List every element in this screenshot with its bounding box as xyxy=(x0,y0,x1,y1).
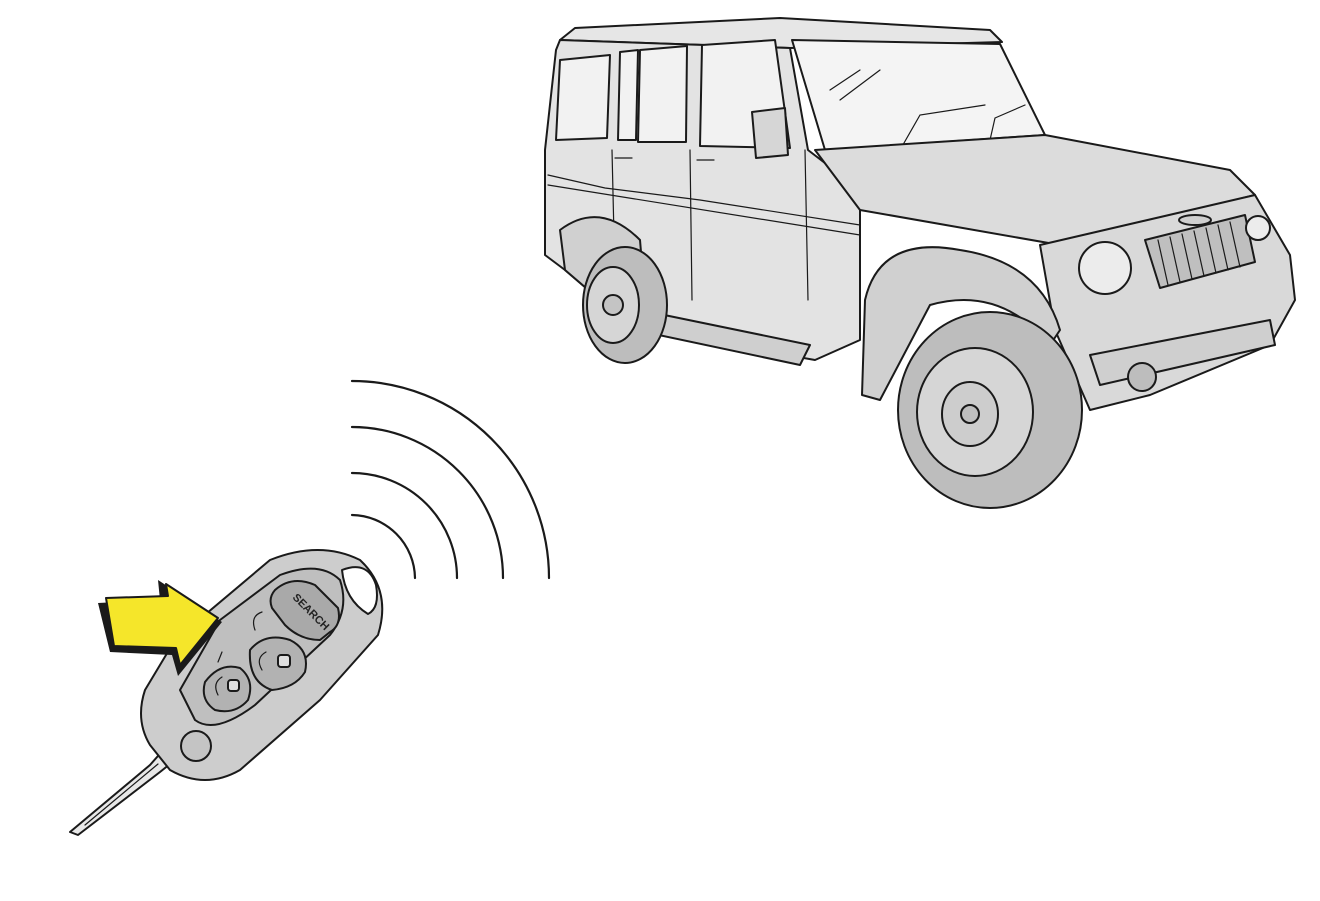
lock-button[interactable] xyxy=(248,636,307,691)
search-button[interactable]: SEARCH xyxy=(269,580,340,641)
signal-wave-4 xyxy=(350,379,551,580)
signal-wave-1 xyxy=(350,513,417,580)
signal-waves xyxy=(350,379,551,580)
pointer-arrow xyxy=(98,580,222,676)
key-fob: SEARCH xyxy=(69,549,384,836)
signal-wave-3 xyxy=(350,425,505,580)
vehicle-illustration xyxy=(544,17,1296,509)
lock-icon xyxy=(258,651,291,671)
unlock-icon xyxy=(215,676,240,696)
unlock-button[interactable] xyxy=(202,665,252,713)
rear-wheel xyxy=(582,246,668,364)
signal-wave-2 xyxy=(350,471,459,580)
key-release-button[interactable] xyxy=(180,730,212,762)
front-wheel xyxy=(897,311,1083,509)
